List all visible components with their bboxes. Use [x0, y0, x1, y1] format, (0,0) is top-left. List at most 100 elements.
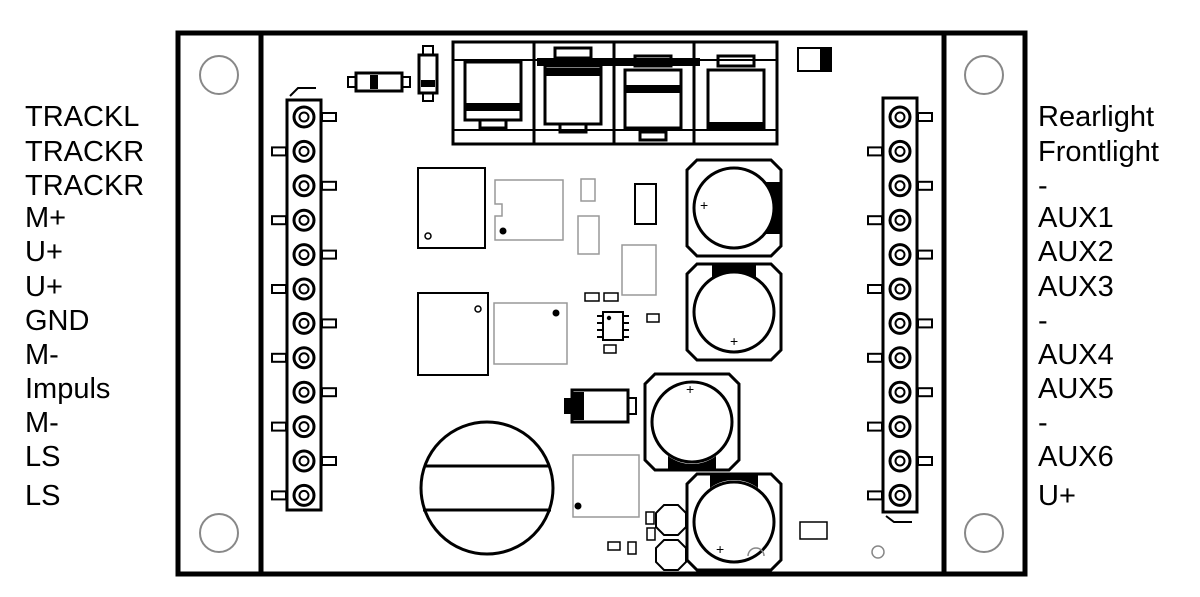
left-header-pin-hole [298, 180, 310, 192]
left-header-key [289, 87, 316, 97]
left-header-pin-tab [271, 421, 287, 432]
ic3-pin1-dot [574, 502, 582, 510]
right-header-pin-hole [894, 180, 906, 192]
c4-lead-hook [747, 547, 765, 557]
electrolytic-capacitor-c3 [643, 372, 741, 472]
board-outline [175, 30, 1028, 577]
right-header-body [881, 96, 919, 514]
right-header-pin-tab [917, 456, 933, 466]
diode-d2 [417, 45, 439, 102]
right-header-pin-tab [867, 421, 883, 432]
right-header-pin-hole [894, 214, 906, 226]
right-header-pin [888, 483, 912, 507]
right-header-pin-tab [917, 180, 933, 191]
inductor-l2 [417, 292, 489, 376]
c2-polarity-mark: + [730, 333, 738, 349]
left-pin-label: M+ [25, 202, 67, 234]
right-header-pin-tab [867, 352, 883, 363]
left-header-pin-tab [271, 490, 287, 501]
c3-polarity-mark: + [686, 381, 694, 397]
left-header-pin [292, 174, 316, 198]
transistor-band-2 [537, 58, 700, 66]
left-header-pin-tab [271, 146, 287, 157]
right-header-pin [888, 346, 912, 370]
left-pin-label: U+ [25, 271, 63, 303]
mounting-hole-bottom-left [199, 513, 239, 553]
c1-polarity-mark: + [700, 197, 708, 213]
left-header-pin [292, 105, 316, 129]
right-header-pin [888, 243, 912, 267]
left-pin-label: TRACKR [25, 170, 145, 202]
electrolytic-capacitor-c4 [685, 472, 783, 572]
left-header-pin-tab [321, 112, 337, 122]
left-header-pin-hole [298, 421, 310, 433]
right-header-pin-hole [894, 386, 906, 398]
right-header-pin [888, 105, 912, 129]
right-pin-label: AUX2 [1038, 236, 1114, 268]
right-pin-label: AUX3 [1038, 271, 1114, 303]
right-header-pin-tab [917, 318, 933, 329]
right-header-pin-tab [867, 490, 883, 501]
left-header-pin-hole [298, 489, 310, 501]
left-header-body [285, 98, 323, 512]
left-header-pin-hole [298, 317, 310, 329]
left-header-pin [292, 243, 316, 267]
left-header-pin [292, 449, 316, 473]
left-header-pin [292, 311, 316, 335]
ic2-pin1-dot [552, 309, 560, 317]
diode-d1 [347, 71, 411, 93]
right-pin-header [867, 96, 933, 523]
right-pin-label: U+ [1038, 480, 1076, 512]
electrolytic-capacitor-c2 [685, 262, 783, 362]
small-hole [871, 545, 885, 559]
left-header-pin-hole [298, 111, 310, 123]
right-header-pin [888, 380, 912, 404]
transistor-band-4 [708, 122, 764, 130]
left-header-pin-tab [321, 180, 337, 191]
right-header-pin-hole [894, 111, 906, 123]
ic-footprint-1 [493, 178, 657, 518]
left-header-pin [292, 208, 316, 232]
right-header-pin [888, 415, 912, 439]
left-header-pin-hole [298, 283, 310, 295]
left-header-pin [292, 415, 316, 439]
right-pin-label: AUX6 [1038, 441, 1114, 473]
left-pin-label: LS [25, 480, 61, 512]
soic8-chip [597, 311, 629, 341]
right-header-pin-tab [867, 215, 883, 226]
left-header-pin-hole [298, 352, 310, 364]
left-pin-header [271, 87, 337, 512]
mounting-hole-top-left [199, 55, 239, 95]
c4-polarity-mark: + [716, 541, 724, 557]
right-header-pin-hole [894, 421, 906, 433]
left-header-pin-hole [298, 214, 310, 226]
left-header-pin-tab [321, 456, 337, 466]
right-header-pin [888, 174, 912, 198]
right-header-pin [888, 139, 912, 163]
sm-capacitor-top [797, 47, 832, 72]
right-header-pin-hole [894, 283, 906, 295]
right-pin-label: Rearlight [1038, 101, 1155, 133]
left-header-pin [292, 380, 316, 404]
speaker-circle [419, 420, 555, 556]
left-header-pin-hole [298, 145, 310, 157]
left-pin-label: GND [25, 305, 90, 337]
right-pin-label: AUX4 [1038, 339, 1114, 371]
right-pin-label: - [1038, 305, 1048, 337]
right-header-pin-hole [894, 489, 906, 501]
right-header-pin [888, 449, 912, 473]
left-pin-label: M- [25, 407, 59, 439]
left-header-pin [292, 346, 316, 370]
transistor-band-3 [625, 85, 681, 93]
mounting-hole-bottom-right [964, 513, 1004, 553]
right-header-pin-hole [894, 352, 906, 364]
right-header-pin-tab [867, 284, 883, 294]
left-header-pin-hole [298, 386, 310, 398]
right-pin-label: - [1038, 407, 1048, 439]
right-pin-label: AUX5 [1038, 373, 1114, 405]
left-pin-label: TRACKL [25, 101, 140, 133]
left-header-pin-hole [298, 455, 310, 467]
left-header-pin-hole [298, 249, 310, 261]
right-header-pin [888, 208, 912, 232]
